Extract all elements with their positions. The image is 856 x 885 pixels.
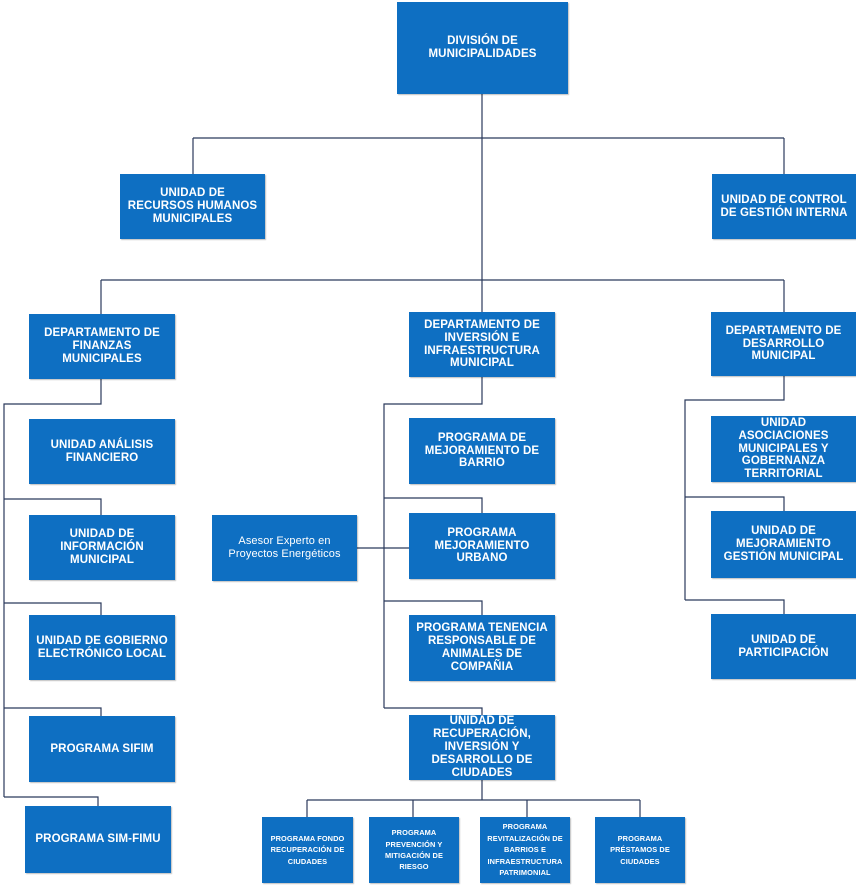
node-unidad-recursos-humanos: UNIDAD DE RECURSOS HUMANOS MUNICIPALES xyxy=(120,174,265,239)
connector-line xyxy=(685,496,785,511)
node-programa-sifim: PROGRAMA SIFIM xyxy=(29,716,175,782)
connector-line xyxy=(4,707,102,716)
node-programa-fondo-recuperacion: PROGRAMA FONDO RECUPERACIÓN DE CIUDADES xyxy=(262,817,353,883)
node-unidad-recuperacion-ciudades: UNIDAD DE RECUPERACIÓN, INVERSIÓN Y DESA… xyxy=(409,715,555,780)
node-unidad-informacion-municipal: UNIDAD DE INFORMACIÓN MUNICIPAL xyxy=(29,515,175,580)
node-depto-desarrollo: DEPARTAMENTO DE DESARROLLO MUNICIPAL xyxy=(711,312,856,376)
node-programa-sim-fimu: PROGRAMA SIM-FIMU xyxy=(25,806,171,873)
node-depto-inversion: DEPARTAMENTO DE INVERSIÓN E INFRAESTRUCT… xyxy=(409,312,555,377)
node-asesor-proyectos-energeticos: Asesor Experto en Proyectos Energéticos xyxy=(212,515,357,581)
connector-line xyxy=(685,599,785,614)
node-depto-finanzas: DEPARTAMENTO DE FINANZAS MUNICIPALES xyxy=(29,314,175,379)
node-unidad-participacion: UNIDAD DE PARTICIPACIÓN xyxy=(711,614,856,679)
connector-line xyxy=(384,707,483,715)
node-unidad-mejoramiento-gestion: UNIDAD DE MEJORAMIENTO GESTIÓN MUNICIPAL xyxy=(711,511,856,578)
node-unidad-control-gestion: UNIDAD DE CONTROL DE GESTIÓN INTERNA xyxy=(712,174,856,239)
connector-line xyxy=(383,377,483,708)
node-unidad-analisis-financiero: UNIDAD ANÁLISIS FINANCIERO xyxy=(29,419,175,484)
connector-line xyxy=(4,796,99,806)
node-programa-revitalizacion-barrios: PROGRAMA REVITALIZACIÓN DE BARRIOS E INF… xyxy=(480,817,570,883)
node-programa-tenencia-responsable: PROGRAMA TENENCIA RESPONSABLE DE ANIMALE… xyxy=(409,615,555,681)
node-unidad-gobierno-electronico: UNIDAD DE GOBIERNO ELECTRÓNICO LOCAL xyxy=(29,615,175,680)
connector-line xyxy=(384,600,483,615)
node-programa-mejoramiento-urbano: PROGRAMA MEJORAMIENTO URBANO xyxy=(409,513,555,579)
connector-line xyxy=(384,497,483,513)
node-programa-prestamos-ciudades: PROGRAMA PRÉSTAMOS DE CIUDADES xyxy=(595,817,685,883)
connector-line xyxy=(684,376,785,600)
node-programa-prevencion-riesgo: PROGRAMA PREVENCIÓN Y MITIGACIÓN DE RIES… xyxy=(369,817,459,883)
connector-line xyxy=(4,602,102,615)
connector-line xyxy=(3,379,102,797)
node-programa-mejoramiento-barrio: PROGRAMA DE MEJORAMIENTO DE BARRIO xyxy=(409,418,555,484)
node-unidad-asociaciones-municipales: UNIDAD ASOCIACIONES MUNICIPALES Y GOBERN… xyxy=(711,416,856,482)
node-division-municipalidades: DIVISIÓN DE MUNICIPALIDADES xyxy=(397,2,568,94)
connector-line xyxy=(4,498,102,515)
